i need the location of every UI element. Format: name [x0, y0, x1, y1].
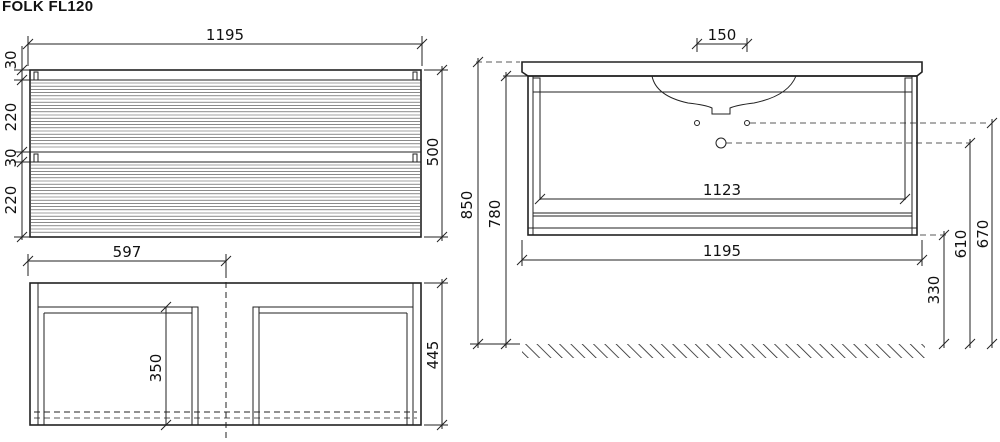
dim-faucet-spacing: 150 — [708, 26, 737, 44]
dim-overall-height: 850 — [458, 191, 476, 220]
dim-drawer-1: 220 — [2, 103, 20, 132]
dim-top-gap-2: 30 — [2, 148, 20, 167]
side-elevation-view: 150 1123 1195 — [458, 26, 998, 358]
faucet-hole-right — [744, 120, 750, 126]
fluted-drawer-top — [31, 82, 420, 148]
dim-inner-width: 1123 — [703, 181, 741, 199]
dim-pipe-height: 670 — [974, 220, 992, 249]
product-title: FOLK FL120 — [2, 0, 94, 15]
dim-inner-height: 350 — [147, 354, 165, 383]
dim-drawer-2: 220 — [2, 186, 20, 215]
dim-top-gap-1: 30 — [2, 50, 20, 69]
dim-side-total-width: 1195 — [703, 242, 741, 260]
dim-inner-half-width: 597 — [113, 243, 142, 261]
dim-drain-height: 610 — [952, 230, 970, 259]
dim-floor-to-bottom: 330 — [925, 276, 943, 305]
floor-hatch — [522, 344, 925, 358]
section-view: 597 350 445 — [22, 243, 448, 442]
front-view: 1195 30 220 30 220 — [2, 26, 448, 243]
fluted-drawer-bottom — [31, 164, 420, 233]
faucet-hole-left — [694, 120, 700, 126]
dim-depth: 445 — [424, 341, 442, 370]
dim-cabinet-height: 780 — [486, 200, 504, 229]
dim-front-width: 1195 — [206, 26, 244, 44]
drain-hole — [715, 137, 727, 149]
dim-front-height: 500 — [424, 138, 442, 167]
